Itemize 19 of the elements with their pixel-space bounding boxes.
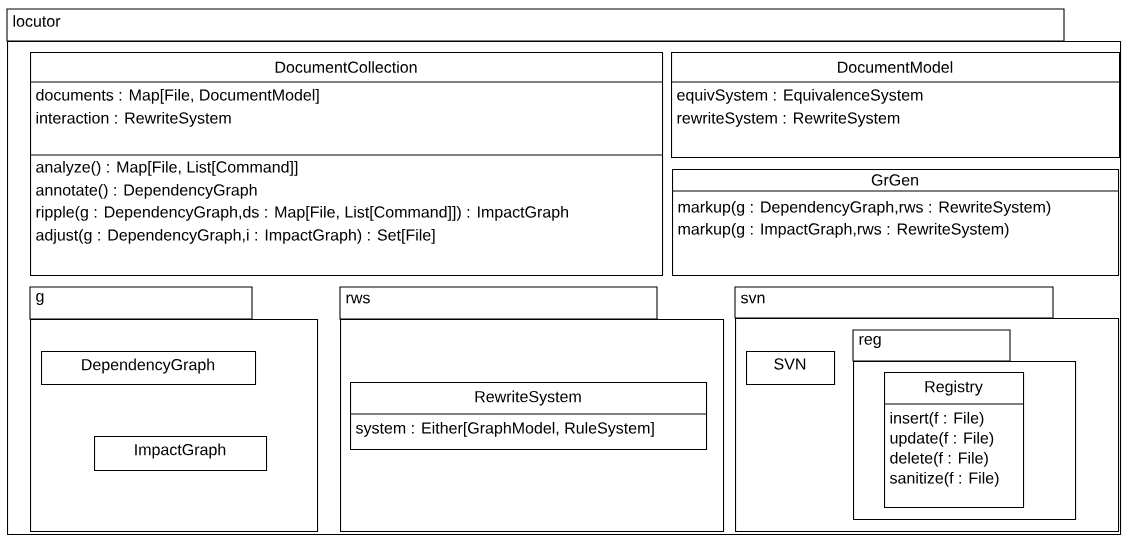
member-text: adjust(g : DependencyGraph,i : ImpactGraph) : Set[File] bbox=[36, 228, 435, 244]
member-text: annotate() : DependencyGraph bbox=[36, 183, 257, 199]
member-text: interaction : RewriteSystem bbox=[36, 111, 231, 127]
member-text: markup(g : DependencyGraph,rws : RewriteSystem) bbox=[678, 200, 1051, 216]
member-text: analyze() : Map[File, List[Command]] bbox=[36, 160, 298, 176]
class-name: DocumentCollection bbox=[275, 61, 417, 73]
package-name: g bbox=[36, 293, 44, 305]
package-name: svn bbox=[741, 294, 765, 304]
class-name: SVN bbox=[774, 358, 806, 370]
member-text: rewriteSystem : RewriteSystem bbox=[677, 111, 900, 127]
package-name: rws bbox=[346, 294, 370, 304]
class-name: DocumentModel bbox=[838, 61, 953, 73]
member-text: documents : Map[File, DocumentModel] bbox=[36, 88, 319, 104]
package-name: reg bbox=[859, 336, 881, 348]
package-name: locutor bbox=[13, 15, 61, 27]
member-text: equivSystem : EquivalenceSystem bbox=[677, 88, 923, 104]
member-text: ripple(g : DependencyGraph,ds : Map[File, List[Command]]) : ImpactGraph bbox=[36, 205, 568, 221]
class-name: GrGen bbox=[871, 174, 918, 186]
member-text: markup(g : ImpactGraph,rws : RewriteSystem) bbox=[678, 222, 1009, 238]
